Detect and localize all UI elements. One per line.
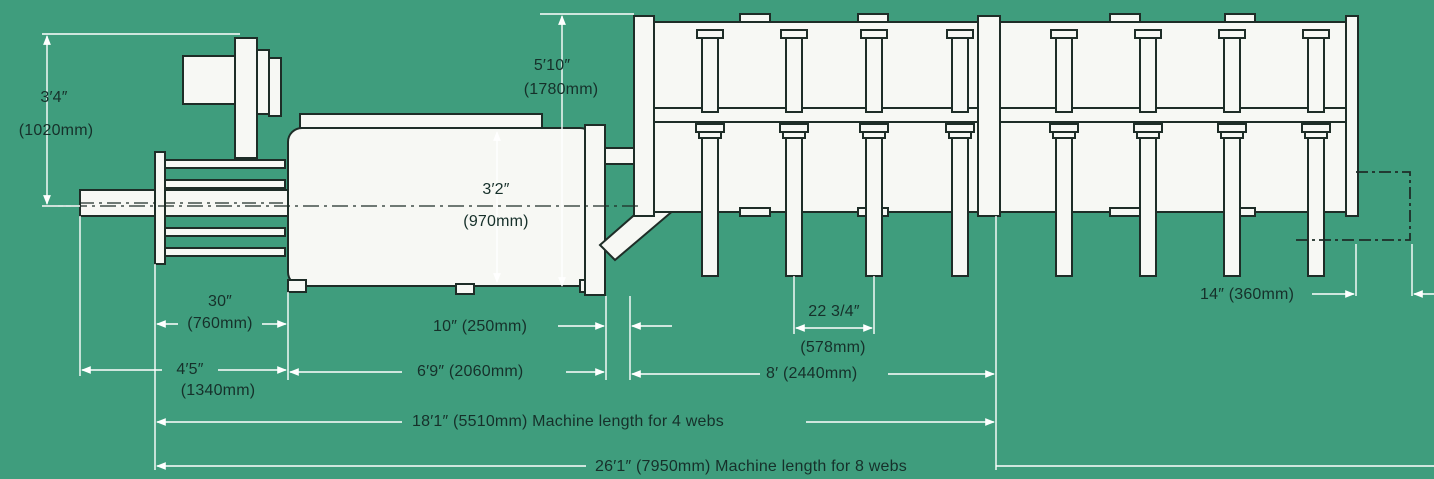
length-4-webs-label: 18′1″ (5510mm) Machine length for 4 webs (412, 413, 724, 430)
web-pitch-metric: (578mm) (800, 339, 866, 356)
web-pitch-imperial: 22 3/4″ (808, 303, 860, 320)
tank-length-label: 6′9″ (2060mm) (417, 363, 524, 380)
infeed-length-imperial: 4′5″ (176, 361, 204, 378)
height-left-metric: (1020mm) (18, 122, 94, 139)
web-column-5 (1049, 29, 1079, 277)
length-8-webs-label: 26′1″ (7950mm) Machine length for 8 webs (595, 458, 907, 475)
web-column-4 (945, 29, 975, 277)
web-column-2 (779, 29, 809, 277)
height-tank-imperial: 3′2″ (482, 181, 510, 198)
unwind-stand (154, 151, 286, 265)
outfeed-offset-label: 14″ (360mm) (1200, 286, 1295, 303)
web-frame-section-2 (999, 13, 1359, 217)
unwind-width-imperial: 30″ (207, 293, 233, 310)
height-left-imperial: 3′4″ (40, 89, 68, 106)
unwind-width-metric: (760mm) (187, 315, 253, 332)
machine-outline (79, 13, 1359, 296)
height-frame-metric: (1780mm) (523, 81, 599, 98)
roll-shaft (79, 189, 296, 217)
height-frame-imperial: 5′10″ (533, 57, 571, 74)
dimension-lines (42, 13, 1434, 470)
infeed-length-metric: (1340mm) (180, 382, 256, 399)
web-column-6 (1133, 29, 1163, 277)
web-column-1 (695, 29, 725, 277)
height-tank-metric: (970mm) (463, 213, 529, 230)
outfeed-outline (1296, 171, 1411, 241)
web-columns (695, 29, 1331, 277)
web-column-7 (1217, 29, 1247, 277)
web-column-3 (859, 29, 889, 277)
gap-10-label: 10″ (250mm) (433, 318, 528, 335)
web-frame-section-1 (633, 13, 1001, 217)
main-tank (287, 113, 690, 296)
motor-unit (182, 37, 282, 159)
web-column-8 (1301, 29, 1331, 277)
frame-length-label: 8′ (2440mm) (766, 365, 858, 382)
